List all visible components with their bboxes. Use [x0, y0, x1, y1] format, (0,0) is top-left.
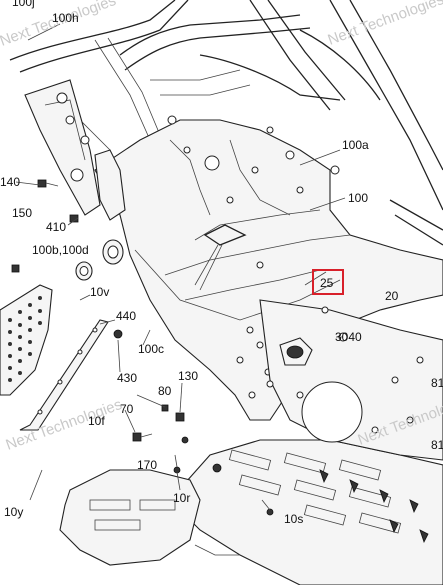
callout-170: 170	[137, 458, 157, 472]
bulkhead-body	[94, 115, 443, 421]
callout-440: 440	[116, 309, 136, 323]
callout-70: 70	[120, 402, 134, 416]
lower-left-skid	[59, 469, 240, 566]
lower-skid-plate	[169, 439, 443, 585]
callout-100b-100d: 100b,100d	[32, 243, 89, 257]
callout-3040: 3040	[335, 330, 362, 344]
callout-100c: 100c	[138, 342, 164, 356]
callout-140: 140	[0, 175, 20, 189]
callout-410: 410	[46, 220, 66, 234]
callout-81-lower: 81	[431, 438, 443, 452]
side-strip	[19, 319, 109, 431]
leader-lines	[15, 23, 346, 511]
watermark-text: Next Technologies	[326, 0, 443, 49]
watermark-text: Next Technologies	[4, 396, 125, 454]
callout-25-highlighted: 25	[320, 276, 334, 290]
callout-10v: 10v	[90, 285, 109, 299]
callout-130: 130	[178, 369, 198, 383]
callout-20: 20	[385, 289, 399, 303]
callout-81-upper: 81	[431, 376, 443, 390]
callout-labels: 100j 100h 100a 100 140 150 410 100b,100d…	[0, 0, 443, 526]
callout-10s: 10s	[284, 512, 303, 526]
left-mesh-panel	[0, 284, 53, 396]
callout-10y: 10y	[4, 505, 23, 519]
callout-10f: 10f	[88, 414, 105, 428]
highlight-box-part-25	[312, 269, 344, 295]
right-lower-body	[259, 299, 443, 461]
callout-150: 150	[12, 206, 32, 220]
callout-100j: 100j	[12, 0, 35, 9]
callout-10r: 10r	[173, 491, 190, 505]
callout-100a: 100a	[342, 138, 369, 152]
callout-430: 430	[117, 371, 137, 385]
left-side-brackets	[11, 79, 126, 339]
callout-80: 80	[158, 384, 172, 398]
callout-100h: 100h	[52, 11, 79, 25]
callout-100: 100	[348, 191, 368, 205]
